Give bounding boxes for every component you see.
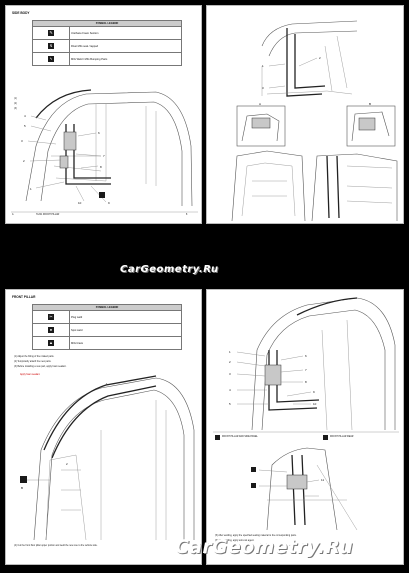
callout-1: 1 <box>30 187 32 191</box>
note-3: (3) Before installing a new part, apply … <box>14 366 67 368</box>
manual-page-pillar-panel: 1 2 3 4 5 6 7 8 9 10 11 FRONT PILLAR AND… <box>206 289 404 565</box>
callout-3: 3 <box>229 372 231 376</box>
pencil-icon: ✎ <box>48 30 54 36</box>
watermark-bottom: CarGeometry.Ru <box>175 536 353 558</box>
note-1: (1) <box>14 98 17 100</box>
callout-8: 8 <box>305 380 307 384</box>
callout-2: 2 <box>23 159 25 163</box>
callout-5: 5 <box>229 402 231 406</box>
section-title: SIDE BODY <box>12 11 30 15</box>
watermark-top: CarGeometry.Ru <box>120 264 219 275</box>
callout-11: 11 <box>321 478 324 482</box>
note-4: (4) Cut the front floor pillar upper por… <box>14 545 98 547</box>
callout-8: 8 <box>100 165 102 169</box>
callout-1: 1 <box>106 382 108 386</box>
symbol-legend: SYMBOL LEGEND ✎Urethane Foam Section ↯Ri… <box>32 20 182 66</box>
inset-label-b: B <box>369 102 371 106</box>
footer-ref: A <box>12 214 14 216</box>
caution-text: Apply foam sealant. <box>20 374 41 376</box>
pillar-panel-diagram: 1 2 3 4 5 6 7 8 9 10 11 <box>213 297 399 531</box>
footer-ref-b: 8 <box>186 214 188 216</box>
callout-10: 10 <box>313 402 317 406</box>
callout-7: 7 <box>103 154 105 158</box>
legend-desc: MIG Weld / MIG Bumping Parts <box>69 52 182 66</box>
callout-2: 2 <box>229 360 231 364</box>
callout-1: 1 <box>229 350 231 354</box>
callout-6: 6 <box>305 354 307 358</box>
note-2: (2) <box>14 103 17 105</box>
cut-icon: ✂ <box>48 314 54 320</box>
callout-1: 1 <box>262 64 264 68</box>
note-2: (2) Temporarily attach the new parts. <box>14 361 52 363</box>
spot-icon: ● <box>48 327 54 333</box>
front-pillar-diagram: B 1 2 <box>20 375 195 541</box>
footer-title: H-201 FRONT PILLAR <box>36 214 60 216</box>
legend-desc: MIG braze <box>69 336 182 350</box>
callout-10: 10 <box>78 201 82 205</box>
weld-icon: ↯ <box>48 43 54 49</box>
callout-6: 6 <box>98 131 100 135</box>
footer-title-b: FRONT PILLAR REAR <box>330 436 354 438</box>
note-1: (1) Adjust the fitting of the rotated pa… <box>14 356 55 358</box>
callout-9: 9 <box>108 201 110 205</box>
note-6: (6) After welding, apply anti-rust agent… <box>215 540 255 542</box>
symbol-legend: SYMBOL LEGEND ✂Plug weld ●Spot weld ▲MIG… <box>32 304 182 350</box>
manual-page-pillar-detail: 1 2 3 A B <box>206 5 404 224</box>
callout-7: 7 <box>305 368 307 372</box>
callout-2: 2 <box>66 462 68 466</box>
callout-9: 9 <box>313 390 315 394</box>
manual-page-side-body: SIDE BODY SYMBOL LEGEND ✎Urethane Foam S… <box>5 5 202 224</box>
callout-5: 5 <box>24 124 26 128</box>
pillar-detail-diagram: 1 2 3 A B <box>231 20 398 222</box>
manual-page-front-pillar: FRONT PILLAR SYMBOL LEGEND ✂Plug weld ●S… <box>5 289 202 565</box>
callout-4: 4 <box>229 388 231 392</box>
section-title: FRONT PILLAR <box>12 295 36 299</box>
side-body-diagram: 4 5 3 2 1 6 7 8 9 10 <box>11 89 198 213</box>
mig-icon: ▲ <box>48 340 54 346</box>
footer-title-a: FRONT PILLAR AND SIDE PANEL <box>222 436 258 438</box>
note-3: (3) <box>14 108 17 110</box>
callout-b: B <box>21 486 23 490</box>
spot-weld-icon: ϟ <box>48 56 54 62</box>
callout-3: 3 <box>21 139 23 143</box>
callout-4: 4 <box>24 114 26 118</box>
inset-label-a: A <box>259 102 261 106</box>
callout-3: 3 <box>262 86 264 90</box>
callout-2: 2 <box>319 56 321 60</box>
note-5: (5) After welding, apply the specified s… <box>215 535 297 537</box>
